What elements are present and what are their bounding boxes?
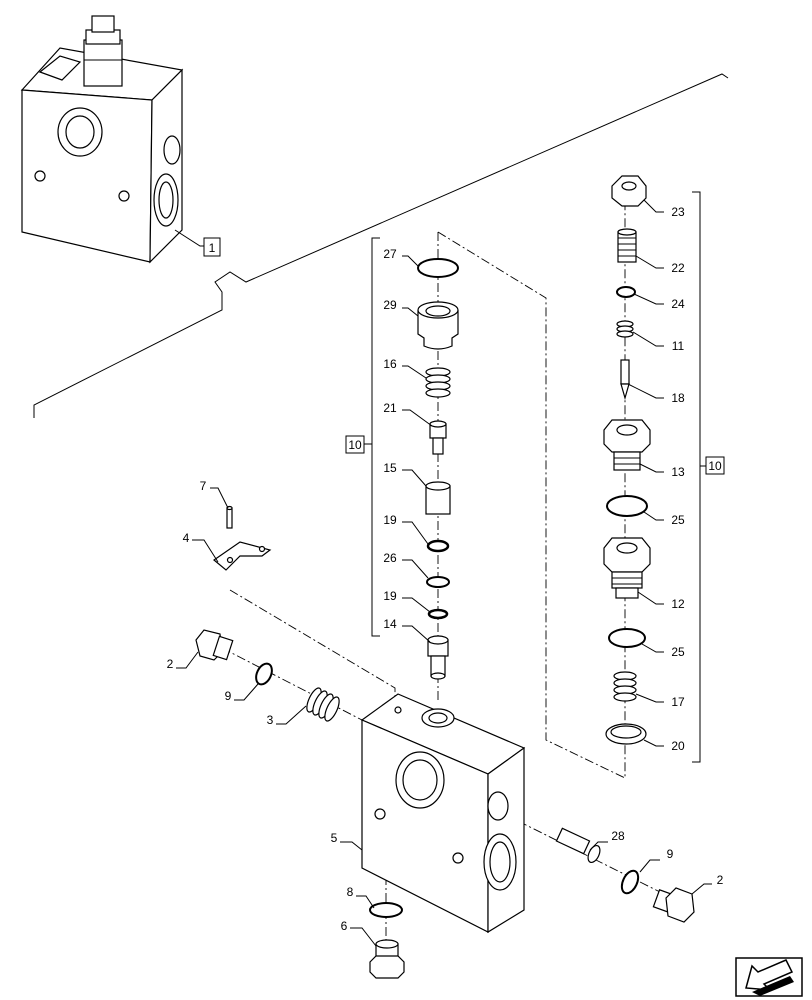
callout-label-3: 3	[267, 713, 274, 727]
callout-label-18: 18	[671, 391, 685, 405]
callout-label-17: 17	[671, 695, 685, 709]
callout-label-25-upper: 25	[671, 513, 685, 527]
back-arrow-icon[interactable]	[735, 957, 803, 997]
callout-label-10-left: 10	[348, 438, 362, 452]
valve-body-5	[360, 693, 526, 934]
callout-label-19-upper: 19	[383, 513, 397, 527]
callout-label-21: 21	[383, 401, 397, 415]
callout-label-25-lower: 25	[671, 645, 685, 659]
check-pin-28	[555, 827, 601, 864]
washer-19-upper	[426, 539, 450, 553]
callout-label-9-left: 9	[225, 689, 232, 703]
section-break-line	[33, 73, 729, 418]
callout-label-9-right: 9	[667, 847, 674, 861]
seal-ring-20	[605, 723, 647, 745]
o-ring-25-lower	[608, 628, 646, 648]
callout-label-12: 12	[671, 597, 685, 611]
callout-label-22: 22	[671, 261, 685, 275]
assembly-thumbnail	[20, 15, 204, 264]
plate-4	[213, 541, 272, 571]
fitting-13	[603, 419, 651, 471]
callout-label-28: 28	[611, 829, 625, 843]
spring-3	[306, 687, 340, 722]
washer-19-lower	[427, 608, 449, 620]
callout-label-14: 14	[383, 617, 397, 631]
callout-label-13: 13	[671, 465, 685, 479]
nut-23	[611, 175, 647, 207]
callout-label-15: 15	[383, 461, 397, 475]
plug-2-right	[652, 887, 695, 923]
callout-label-8: 8	[347, 885, 354, 899]
callout-label-2-left: 2	[167, 657, 174, 671]
plug-6	[369, 939, 405, 979]
bracket-group-right: 10	[692, 191, 725, 763]
callout-label-20: 20	[671, 739, 685, 753]
spring-11	[616, 320, 634, 338]
callout-label-19-lower: 19	[383, 589, 397, 603]
callout-label-5: 5	[331, 831, 338, 845]
o-ring-27	[417, 258, 459, 278]
needle-18	[620, 359, 630, 401]
o-ring-24	[616, 286, 636, 298]
poppet-14	[427, 635, 449, 680]
screw-22	[617, 228, 637, 263]
callout-label-10-right: 10	[708, 459, 722, 473]
bushing-29	[417, 301, 459, 350]
callout-labels: 27 29 16 21 15 19 26 19 14 23 22 24 11 1…	[167, 205, 724, 933]
callout-label-6: 6	[341, 919, 348, 933]
callout-label-24: 24	[671, 297, 685, 311]
callout-label-7: 7	[200, 479, 207, 493]
callout-label-1: 1	[209, 241, 216, 255]
callout-label-4: 4	[183, 531, 190, 545]
fitting-12	[603, 537, 651, 599]
o-ring-8	[369, 902, 403, 918]
callout-label-2-right: 2	[717, 873, 724, 887]
o-ring-25-upper	[606, 495, 648, 517]
spring-16	[425, 367, 451, 398]
spring-17	[613, 671, 637, 702]
o-ring-9-left	[255, 662, 273, 686]
sleeve-15	[425, 481, 451, 515]
pin-7	[226, 505, 233, 529]
leader-lines	[176, 199, 712, 947]
callout-1: 1	[203, 237, 221, 257]
plug-2-left	[195, 629, 234, 661]
o-ring-9-right	[620, 869, 640, 895]
pin-21	[429, 420, 447, 455]
bracket-group-left: 10	[345, 237, 380, 637]
callout-label-23: 23	[671, 205, 685, 219]
callout-label-16: 16	[383, 357, 397, 371]
callout-label-26: 26	[383, 551, 397, 565]
o-ring-26	[426, 576, 450, 588]
callout-label-29: 29	[383, 298, 397, 312]
callout-label-27: 27	[383, 247, 397, 261]
callout-label-11: 11	[672, 339, 685, 353]
